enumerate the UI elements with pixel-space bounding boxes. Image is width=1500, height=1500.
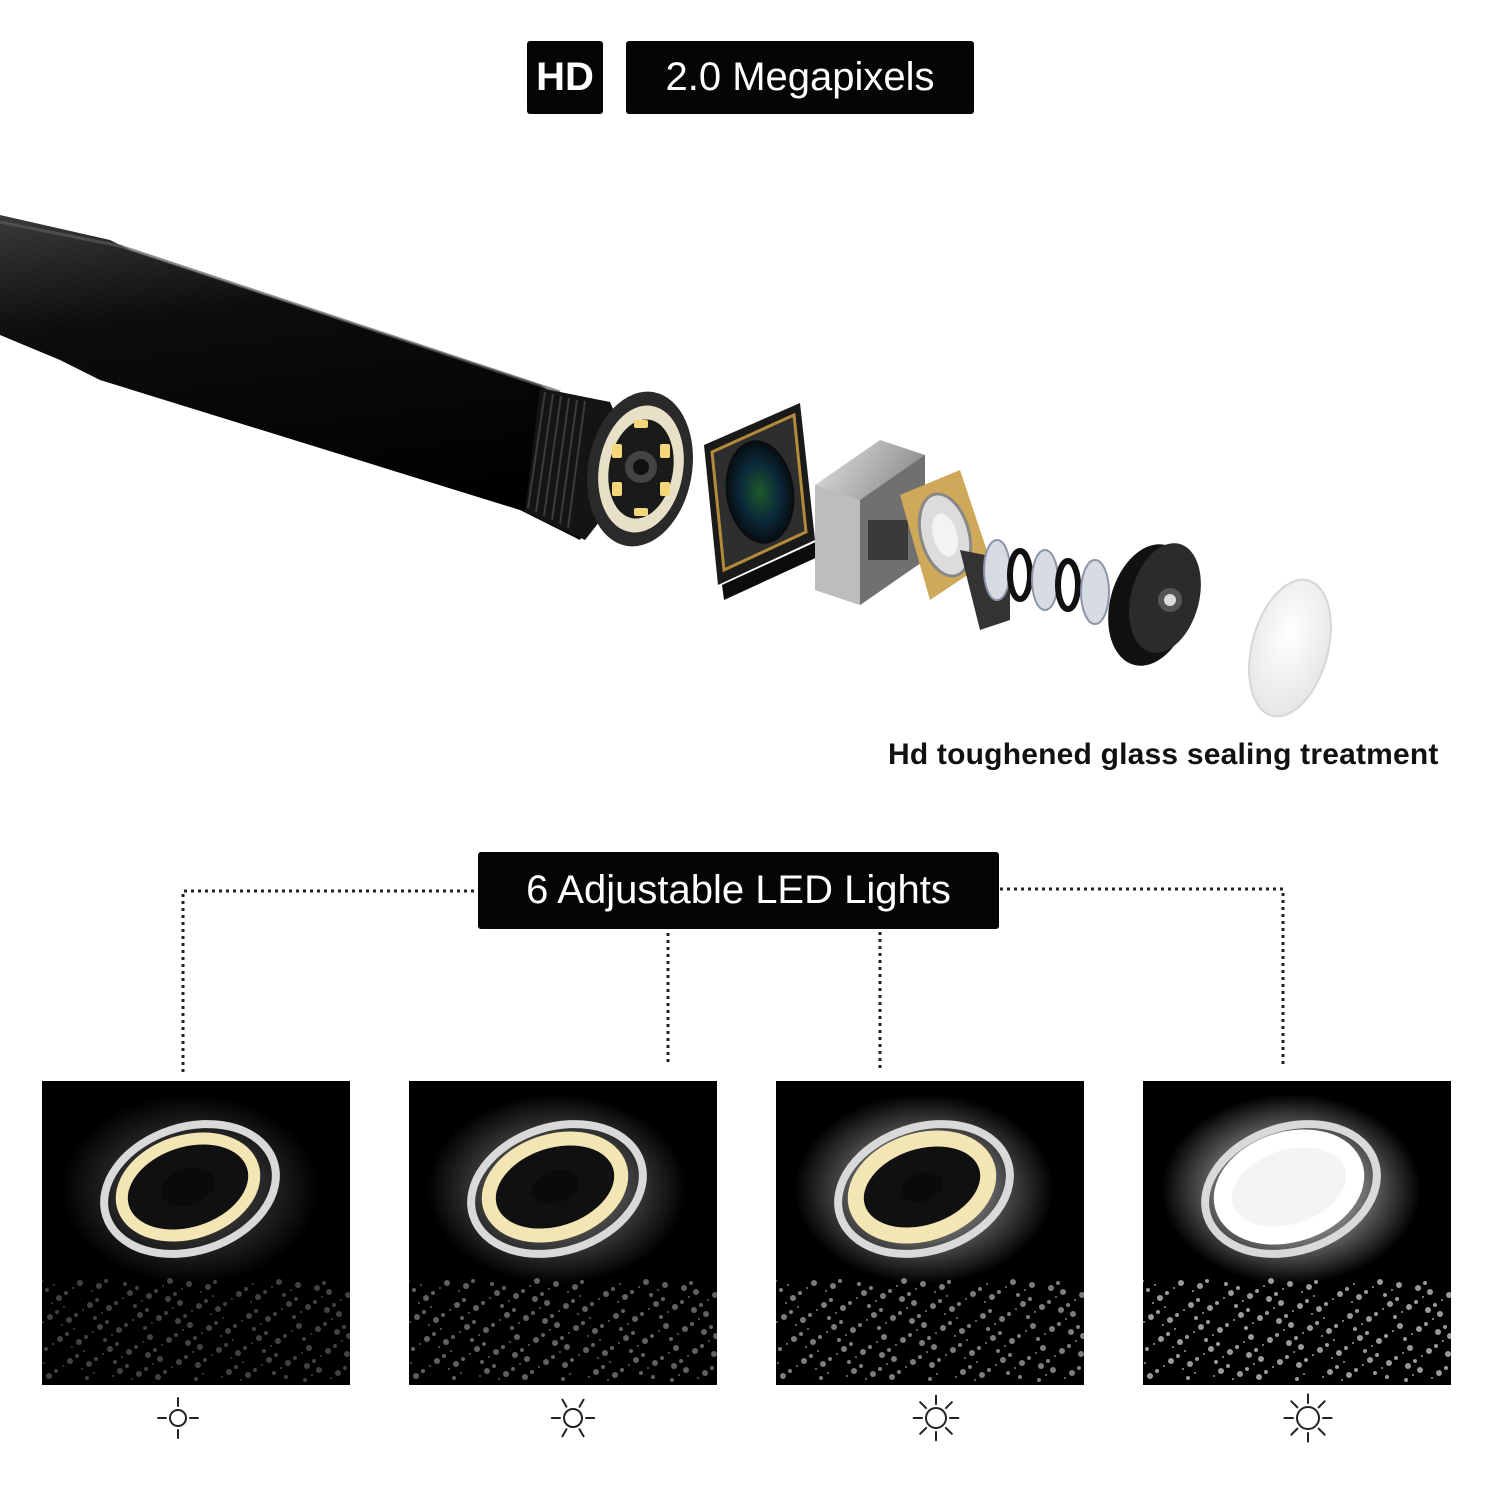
image-sensor (704, 403, 822, 600)
lens-cap (1108, 543, 1201, 666)
floor-texture (42, 1278, 350, 1382)
led-ring (834, 1120, 1014, 1258)
lens-center (531, 1170, 579, 1204)
resolution-label: 2.0 Megapixels (626, 41, 974, 114)
glass-cover (1248, 578, 1332, 718)
lens-center (901, 1172, 943, 1202)
floor-texture (409, 1278, 717, 1382)
cable (0, 215, 693, 547)
glass-caption: Hd toughened glass sealing treatment (888, 738, 1439, 771)
hd-badge: HD (527, 41, 603, 114)
endoscope-illustration (0, 215, 1332, 718)
brightness-low-icon (157, 1397, 199, 1439)
brightness-medium-icon (550, 1398, 596, 1438)
lens-holder (815, 440, 990, 605)
brightness-high-icon (912, 1394, 960, 1442)
floor-texture (776, 1278, 1084, 1382)
led-shot-level-2 (409, 1081, 717, 1385)
lens-stack (960, 539, 1110, 630)
led-ring (100, 1120, 280, 1258)
floor-texture (1143, 1278, 1451, 1382)
led-array (1213, 1129, 1365, 1245)
lens-center (161, 1167, 215, 1207)
led-ring (467, 1120, 647, 1258)
led-shot-level-4 (1143, 1081, 1451, 1385)
led-ring (1201, 1120, 1381, 1258)
brightness-max-icon (1283, 1393, 1333, 1443)
led-shot-level-3 (776, 1081, 1084, 1385)
led-title: 6 Adjustable LED Lights (478, 852, 999, 929)
camera-head (525, 388, 693, 547)
led-shot-level-1 (42, 1081, 350, 1385)
